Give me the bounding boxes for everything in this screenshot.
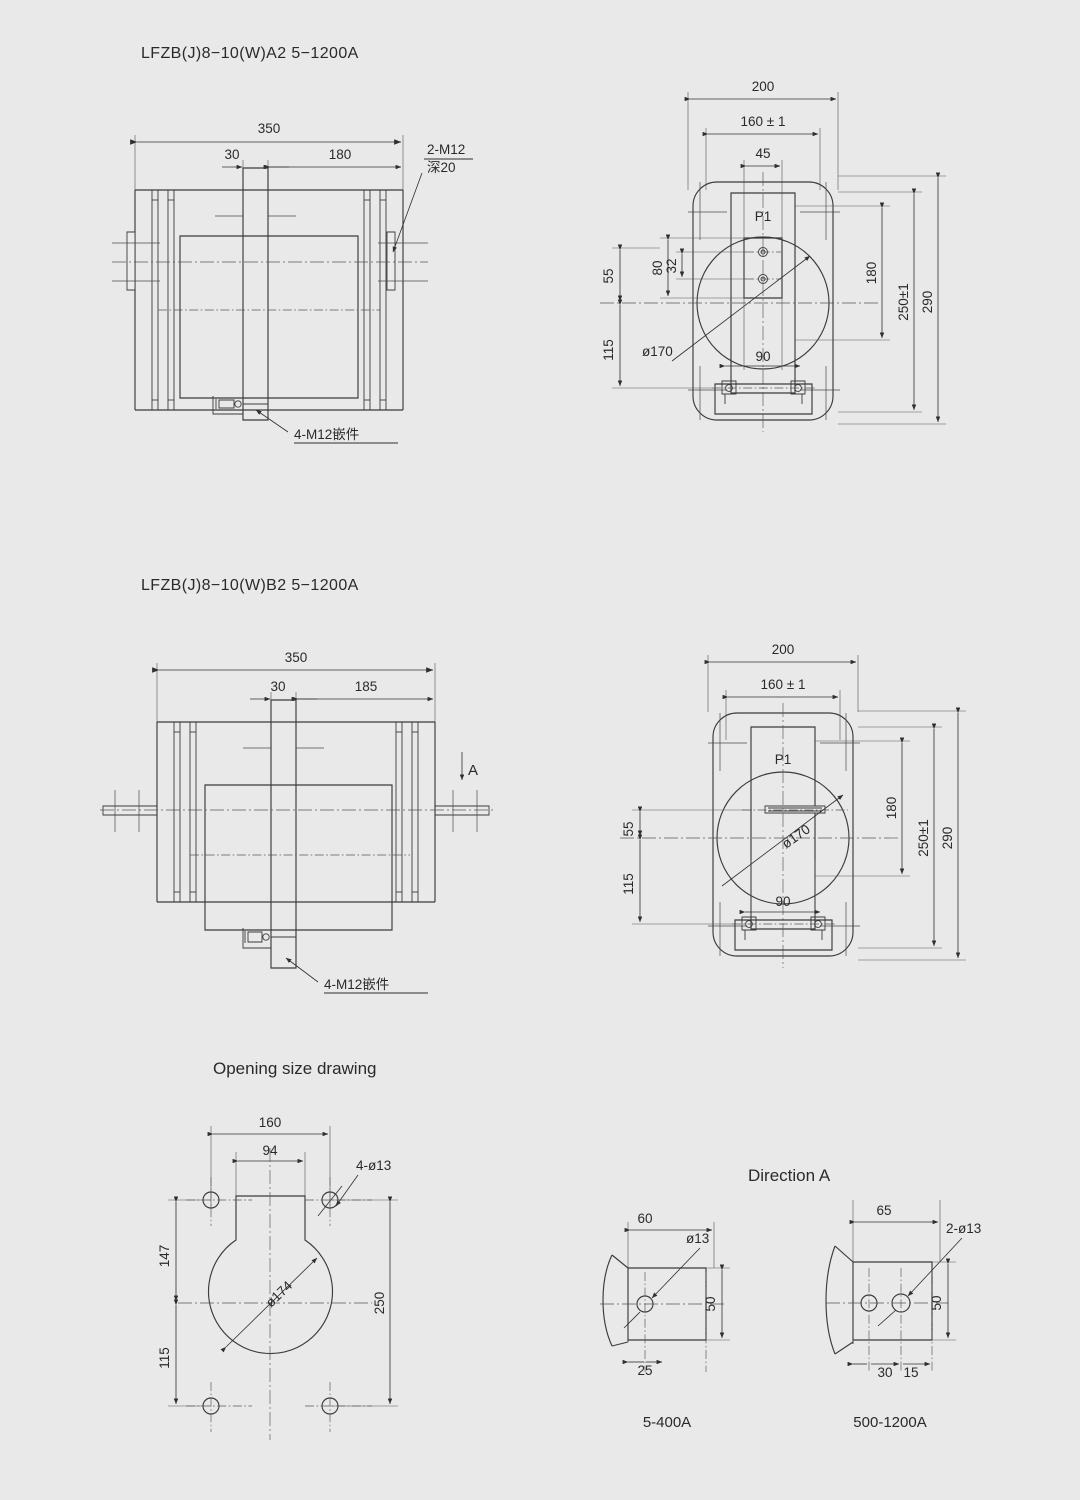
dim-200-b2: 200 [772,642,795,657]
dim-50-5-400a: 50 [703,1296,718,1311]
note-depth-20: 深20 [427,160,456,175]
dim-250pm1-a2: 250±1 [896,283,911,320]
dim-200-a2: 200 [752,79,775,94]
dim-d170-a2: ø170 [642,344,673,359]
dim-30-500-1200a: 30 [877,1365,892,1380]
opening-caption: Opening size drawing [213,1059,376,1078]
section-title-b2: LFZB(J)8−10(W)B2 5−1200A [141,577,359,594]
dim-50-500-1200a: 50 [929,1295,944,1310]
note-4-d13-opening: 4-ø13 [356,1158,391,1173]
dim-32-a2: 32 [664,258,679,273]
note-d13-5-400a: ø13 [686,1231,709,1246]
note-2-d13-500-1200a: 2-ø13 [946,1221,981,1236]
note-4-m12-insert-a2: 4-M12嵌件 [294,427,359,442]
caption-5-400a: 5-400A [643,1414,691,1431]
direction-a-detail-500-1200a: 65 2-ø13 50 30 15 500-1200A [825,1200,981,1431]
a2-side-view: 200 160 ± 1 45 P1 [600,79,946,432]
dim-185-b2: 185 [355,679,378,694]
dim-45-a2: 45 [755,146,770,161]
dim-65-500-1200a: 65 [876,1203,891,1218]
dim-180-b2: 180 [884,797,899,820]
dim-160pm1-a2: 160 ± 1 [741,114,786,129]
dim-115-a2: 115 [601,339,616,361]
b2-side-view: 200 160 ± 1 P1 [620,642,966,968]
dim-290-a2: 290 [920,291,935,314]
note-4-m12-insert-b2: 4-M12嵌件 [324,977,389,992]
dim-180-a2: 180 [864,262,879,285]
b2-front-view: 350 30 185 [100,650,496,994]
dim-147-opening: 147 [157,1245,172,1268]
a2-front-view: 350 30 180 [112,121,473,444]
dim-60-5-400a: 60 [637,1211,652,1226]
direction-a-detail-5-400a: 60 ø13 50 25 5-400A [600,1211,730,1431]
dim-55-b2: 55 [621,821,636,836]
view-arrow-a-b2: A [468,762,478,779]
dim-350-b2: 350 [285,650,308,665]
dim-d174-opening: ø174 [263,1278,296,1311]
dim-160pm1-b2: 160 ± 1 [761,677,806,692]
dim-115-opening: 115 [157,1347,172,1369]
dim-25-5-400a: 25 [637,1363,652,1378]
dim-250-opening: 250 [372,1292,387,1315]
dim-d170-b2: ø170 [779,822,813,852]
dim-350-a2: 350 [258,121,281,136]
dim-180-a2: 180 [329,147,352,162]
note-2-m12: 2-M12 [427,142,465,157]
dim-80-a2: 80 [650,260,665,275]
dim-30-a2: 30 [224,147,239,162]
dim-15-500-1200a: 15 [903,1365,918,1380]
dim-115-b2: 115 [621,873,636,895]
section-title-a2: LFZB(J)8−10(W)A2 5−1200A [141,45,359,62]
direction-a-caption: Direction A [748,1166,831,1185]
dim-160-opening: 160 [259,1115,282,1130]
caption-500-1200a: 500-1200A [853,1414,926,1431]
dim-30-b2: 30 [270,679,285,694]
dim-290-b2: 290 [940,827,955,850]
dim-55-a2: 55 [601,268,616,283]
dim-90-a2: 90 [755,349,770,364]
dim-90-b2: 90 [775,894,790,909]
opening-size-view: 160 94 ø174 4-ø13 147 [157,1115,398,1440]
dim-250pm1-b2: 250±1 [916,819,931,856]
